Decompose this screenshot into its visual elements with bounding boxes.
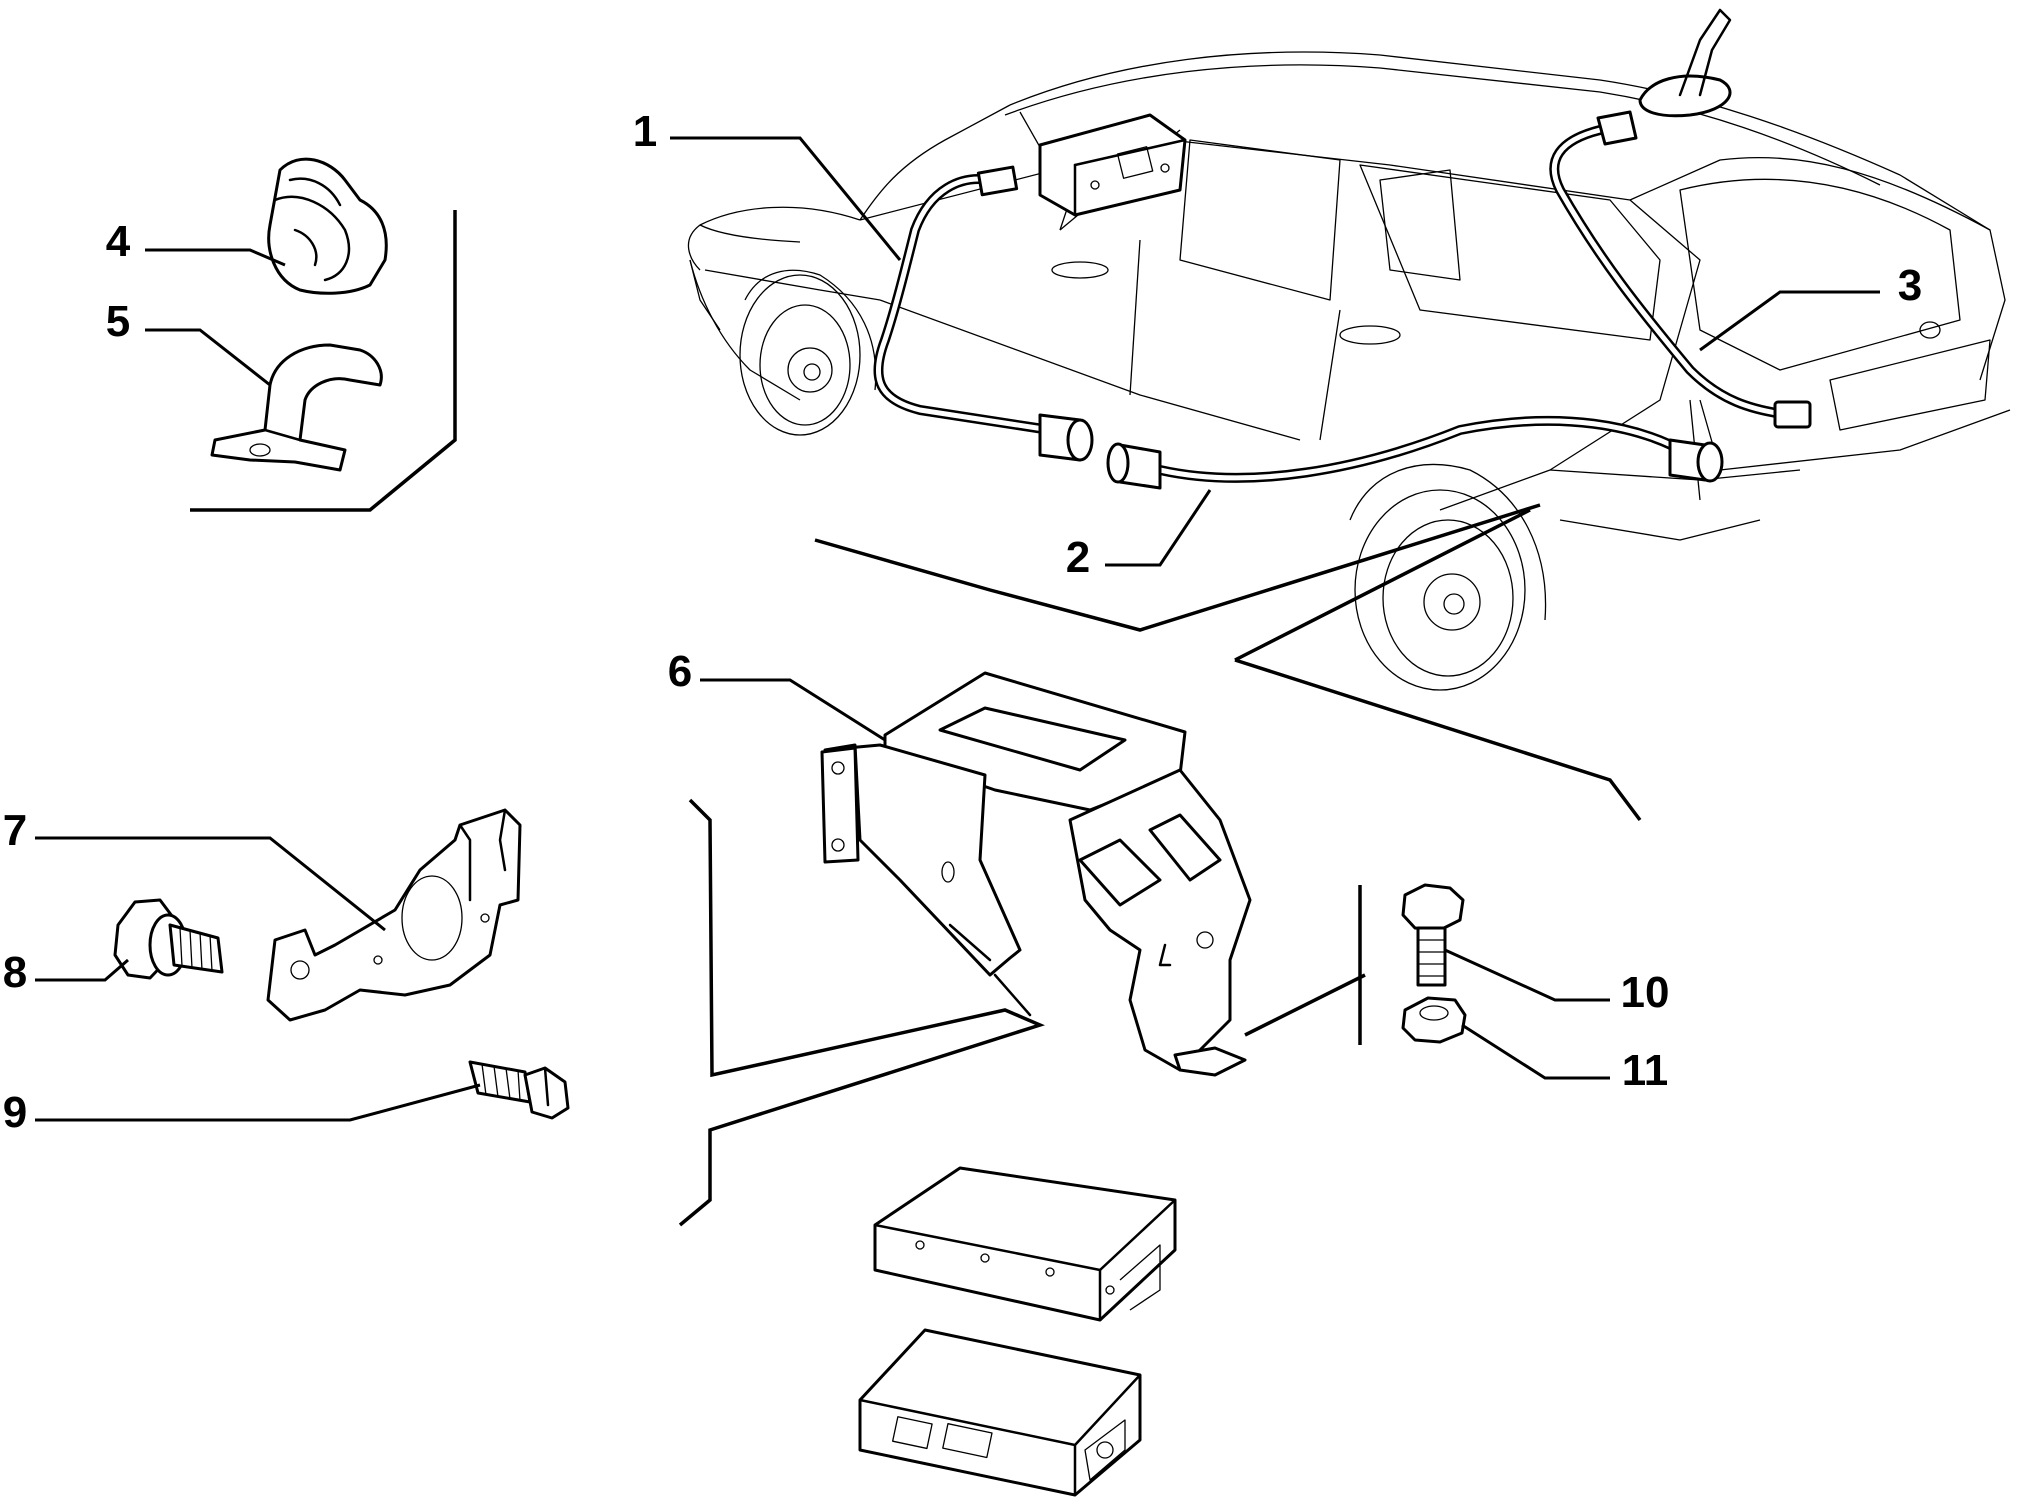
- control-unit-top: [873, 1166, 1177, 1322]
- flange-bolt: [113, 898, 224, 980]
- callout-7: 7: [3, 806, 27, 855]
- hex-bolt-vertical: [1401, 883, 1465, 987]
- cable-clip: [267, 157, 388, 295]
- mounting-bracket: [820, 671, 1252, 1077]
- leader-1: [670, 136, 902, 261]
- hex-bolt: [468, 1060, 570, 1120]
- callout-5: 5: [106, 297, 130, 346]
- cable-bracket: [210, 343, 383, 472]
- group-line-car2: [1234, 508, 1531, 662]
- control-unit-bottom: [858, 1328, 1142, 1497]
- leader-2: [1105, 489, 1212, 567]
- leader-11: [1461, 1023, 1610, 1080]
- hex-nut: [1401, 996, 1467, 1044]
- leader-3: [1699, 290, 1880, 352]
- callout-10: 10: [1621, 968, 1670, 1017]
- group-line-car3: [1234, 658, 1642, 822]
- leader-5: [145, 328, 271, 387]
- support-plate: [266, 808, 522, 1022]
- leader-9: [35, 1083, 481, 1122]
- leader-lines: [35, 136, 1880, 1122]
- callout-6: 6: [668, 647, 692, 696]
- leader-7: [35, 836, 386, 932]
- callout-4: 4: [106, 217, 131, 266]
- callout-1: 1: [633, 107, 657, 156]
- callout-8: 8: [3, 948, 27, 997]
- leader-10: [1444, 948, 1610, 1002]
- group-line-car: [814, 503, 1541, 632]
- leader-6: [700, 678, 886, 742]
- radio-wiring-harness: [873, 165, 1094, 462]
- group-line-6-left: [678, 798, 1046, 1227]
- group-line-4-5: [190, 210, 457, 512]
- callout-9: 9: [3, 1088, 27, 1137]
- callout-labels: 1 2 3 4 5 6 7 8 9 10 11: [3, 107, 1922, 1137]
- antenna-cable: [1549, 110, 1812, 429]
- callout-11: 11: [1622, 1046, 1669, 1095]
- leader-4: [145, 248, 286, 267]
- callout-3: 3: [1898, 261, 1922, 310]
- group-line-6-right2: [1244, 973, 1366, 1037]
- radio-unit: [1038, 113, 1187, 217]
- leader-8: [35, 958, 129, 982]
- callout-2: 2: [1066, 533, 1090, 582]
- extension-cable: [1106, 415, 1724, 490]
